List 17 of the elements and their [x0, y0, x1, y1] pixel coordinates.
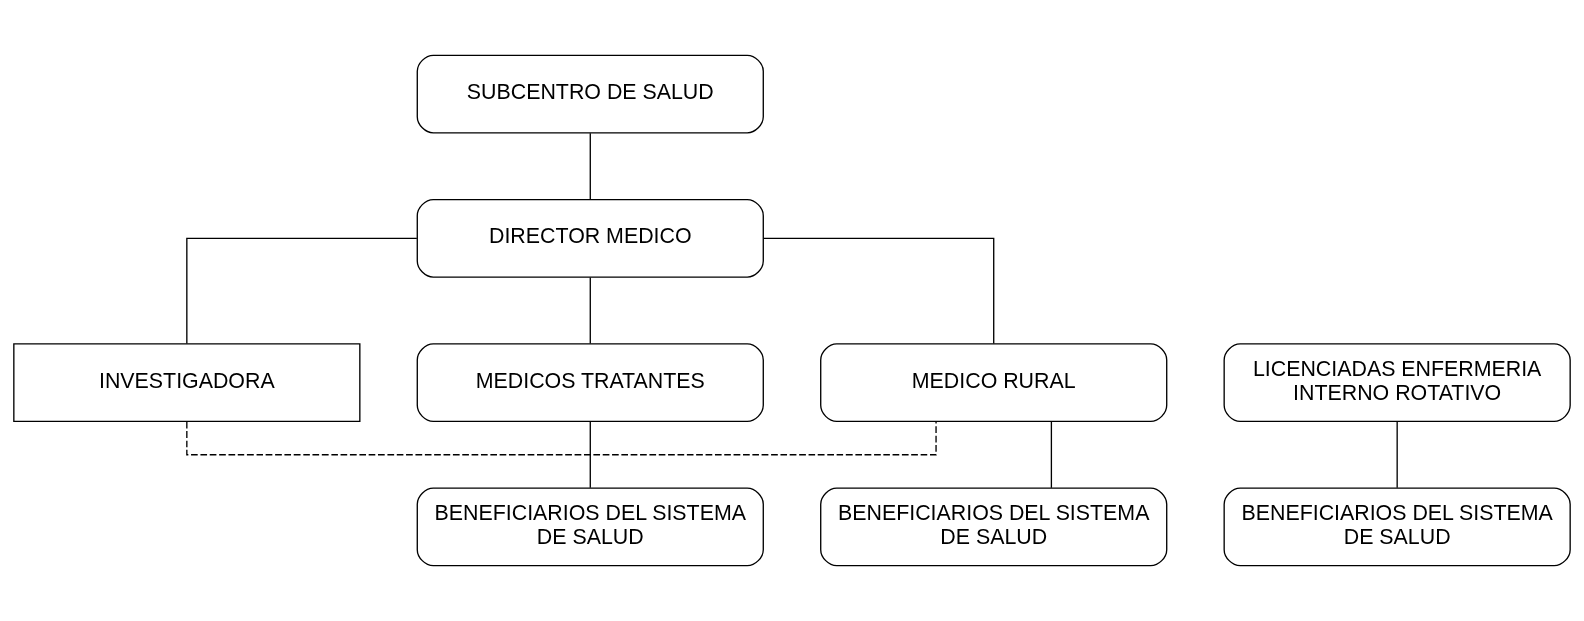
connector [589, 421, 591, 489]
node-box: BENEFICIARIOS DEL SISTEMA DE SALUD [416, 487, 764, 567]
connector [186, 421, 937, 456]
connector [186, 237, 418, 345]
node-box: BENEFICIARIOS DEL SISTEMA DE SALUD [1223, 487, 1571, 567]
node-box: INVESTIGADORA [13, 343, 361, 423]
node-box: MEDICOS TRATANTES [416, 343, 764, 423]
node-box: LICENCIADAS ENFERMERIA INTERNO ROTATIVO [1223, 343, 1571, 423]
node-box: BENEFICIARIOS DEL SISTEMA DE SALUD [820, 487, 1168, 567]
node-box: MEDICO RURAL [820, 343, 1168, 423]
node-box: SUBCENTRO DE SALUD [416, 54, 764, 134]
node-box: DIRECTOR MEDICO [416, 198, 764, 278]
connector [589, 132, 591, 200]
connector [1050, 421, 1053, 489]
connector [1396, 421, 1398, 489]
connector [589, 276, 591, 345]
connector [763, 237, 995, 345]
